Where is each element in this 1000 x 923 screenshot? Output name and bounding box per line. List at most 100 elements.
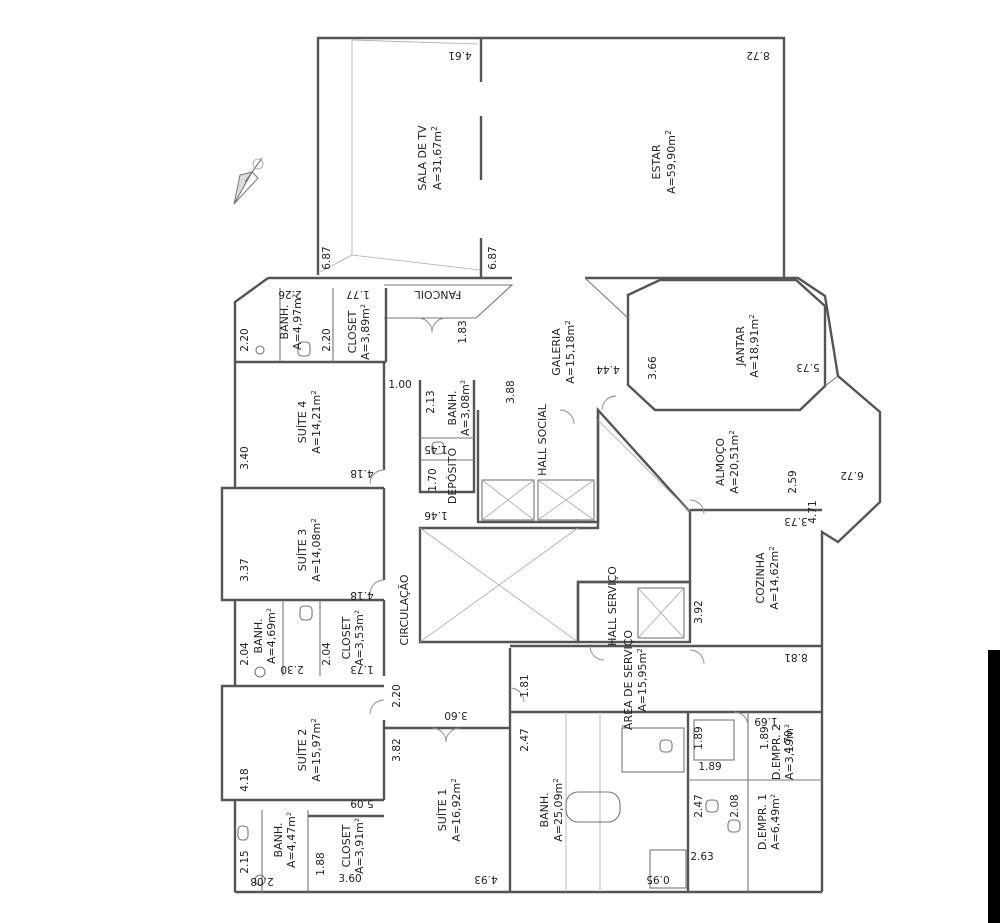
room-name: DEPÓSITO bbox=[446, 448, 459, 505]
dimension-label: 1.89 bbox=[759, 726, 771, 749]
room-name: CLOSET bbox=[346, 310, 359, 353]
room-name: SUÍTE 2 bbox=[296, 729, 309, 771]
dimension-label: 1.69 bbox=[754, 715, 777, 727]
dimension-label: 3.60 bbox=[338, 873, 361, 885]
dimension-label: 3.66 bbox=[647, 356, 659, 380]
room-area: A=20,51m2 bbox=[727, 430, 741, 494]
room-area: A=25,09m2 bbox=[551, 778, 565, 842]
dimension-label: 1.88 bbox=[315, 852, 327, 875]
room-name: CLOSET bbox=[340, 824, 353, 867]
dimension-label: 4.18 bbox=[350, 467, 373, 479]
room-name: ESTAR bbox=[650, 144, 663, 179]
exterior-walls bbox=[220, 36, 882, 894]
dimension-label: 4.93 bbox=[474, 873, 497, 885]
room-deposito: DEPÓSITO bbox=[446, 448, 459, 505]
dimension-label: 4.71 bbox=[807, 500, 819, 523]
room-name: HALL SERVIÇO bbox=[606, 566, 619, 646]
room-hall-social: HALL SOCIAL bbox=[536, 403, 549, 476]
room-area: A=14,21m2 bbox=[309, 390, 323, 454]
room-area: A=59,90m2 bbox=[664, 130, 678, 194]
room-name: D.EMPR. 2 bbox=[770, 724, 783, 780]
dimension-label: 1.46 bbox=[424, 509, 448, 521]
room-area: A=3,89m2 bbox=[359, 304, 372, 360]
dimension-label: 3.37 bbox=[239, 558, 251, 581]
dimension-label: 4.18 bbox=[239, 768, 251, 791]
dimension-label: 2.08 bbox=[250, 875, 273, 887]
dimension-label: 3.82 bbox=[391, 738, 403, 761]
dimension-label: 2.20 bbox=[391, 684, 403, 707]
dimension-label: 1.83 bbox=[457, 320, 469, 343]
dimension-label: 2.47 bbox=[519, 728, 531, 751]
room-banh1: BANH.A=25,09m2 bbox=[538, 778, 565, 842]
room-circulacao: CIRCULAÇÃO bbox=[398, 574, 411, 645]
dimension-label: 2.20 bbox=[321, 328, 333, 351]
room-name: CLOSET bbox=[340, 616, 353, 659]
dimension-label: 4.44 bbox=[596, 363, 620, 375]
room-banh2: BANH.A=4,47m2 bbox=[272, 812, 298, 868]
dimension-label: 2.04 bbox=[239, 642, 251, 666]
interior-walls bbox=[235, 38, 839, 892]
fixtures bbox=[237, 341, 741, 886]
room-area: A=18,91m2 bbox=[747, 314, 761, 378]
dimension-label: 1.73 bbox=[350, 663, 373, 675]
room-name: SUÍTE 3 bbox=[296, 529, 309, 571]
dimension-label: 1.89 bbox=[693, 726, 705, 749]
room-name: BANH. bbox=[252, 619, 265, 654]
dimension-label: 8.72 bbox=[746, 49, 769, 61]
dimension-label: 2.63 bbox=[690, 851, 713, 863]
room-banh3: BANH.A=4,69m2 bbox=[252, 608, 278, 664]
room-name: ALMOÇO bbox=[714, 438, 727, 486]
room-area: A=3,91m2 bbox=[353, 818, 366, 874]
room-name: CIRCULAÇÃO bbox=[398, 574, 411, 645]
room-name: SALA DE TV bbox=[416, 125, 429, 191]
dimension-label: 2.20 bbox=[239, 328, 251, 351]
room-name: HALL SOCIAL bbox=[536, 403, 549, 476]
sala-tv-outline bbox=[319, 39, 481, 273]
dimension-label: 1.00 bbox=[388, 379, 411, 391]
dimension-label: 1.81 bbox=[519, 674, 531, 697]
room-name: SUÍTE 4 bbox=[296, 401, 309, 443]
dimension-label: 5.73 bbox=[796, 361, 819, 373]
dimension-label: 2.26 bbox=[278, 288, 302, 300]
room-banh-social: BANH.A=3,08m2 bbox=[446, 380, 472, 436]
dimension-label: 1.45 bbox=[424, 443, 447, 455]
dimension-label: 2.08 bbox=[729, 794, 741, 817]
room-area: A=3,08m2 bbox=[459, 380, 472, 436]
room-area: A=14,62m2 bbox=[767, 546, 781, 610]
room-area: A=6,49m2 bbox=[769, 794, 782, 850]
dimension-label: 3.92 bbox=[693, 600, 705, 623]
room-name: COZINHA bbox=[754, 552, 767, 604]
dimension-label: 2.15 bbox=[239, 850, 251, 873]
room-area: A=3,53m2 bbox=[353, 610, 366, 666]
dimension-label: 2.59 bbox=[787, 470, 799, 493]
dimension-label: 2.30 bbox=[280, 663, 303, 675]
dimension-label: 1.77 bbox=[346, 288, 369, 300]
dimension-label: 5.09 bbox=[350, 797, 373, 809]
north-arrow-icon bbox=[233, 157, 264, 205]
edge-bar bbox=[988, 650, 1000, 923]
room-name: JANTAR bbox=[734, 326, 747, 367]
dimension-label: 6.87 bbox=[487, 246, 499, 269]
dimension-label: 6.87 bbox=[321, 246, 333, 269]
doors bbox=[369, 317, 749, 743]
room-area: A=15,95m2 bbox=[635, 648, 649, 712]
room-name: D.EMPR. 1 bbox=[756, 794, 769, 850]
room-area: A=3,19m2 bbox=[783, 724, 796, 780]
dimension-label: 3.40 bbox=[239, 446, 251, 469]
room-area: A=4,97m2 bbox=[291, 294, 304, 350]
dimension-label: 6.72 bbox=[840, 469, 863, 481]
room-area: A=15,97m2 bbox=[309, 718, 323, 782]
